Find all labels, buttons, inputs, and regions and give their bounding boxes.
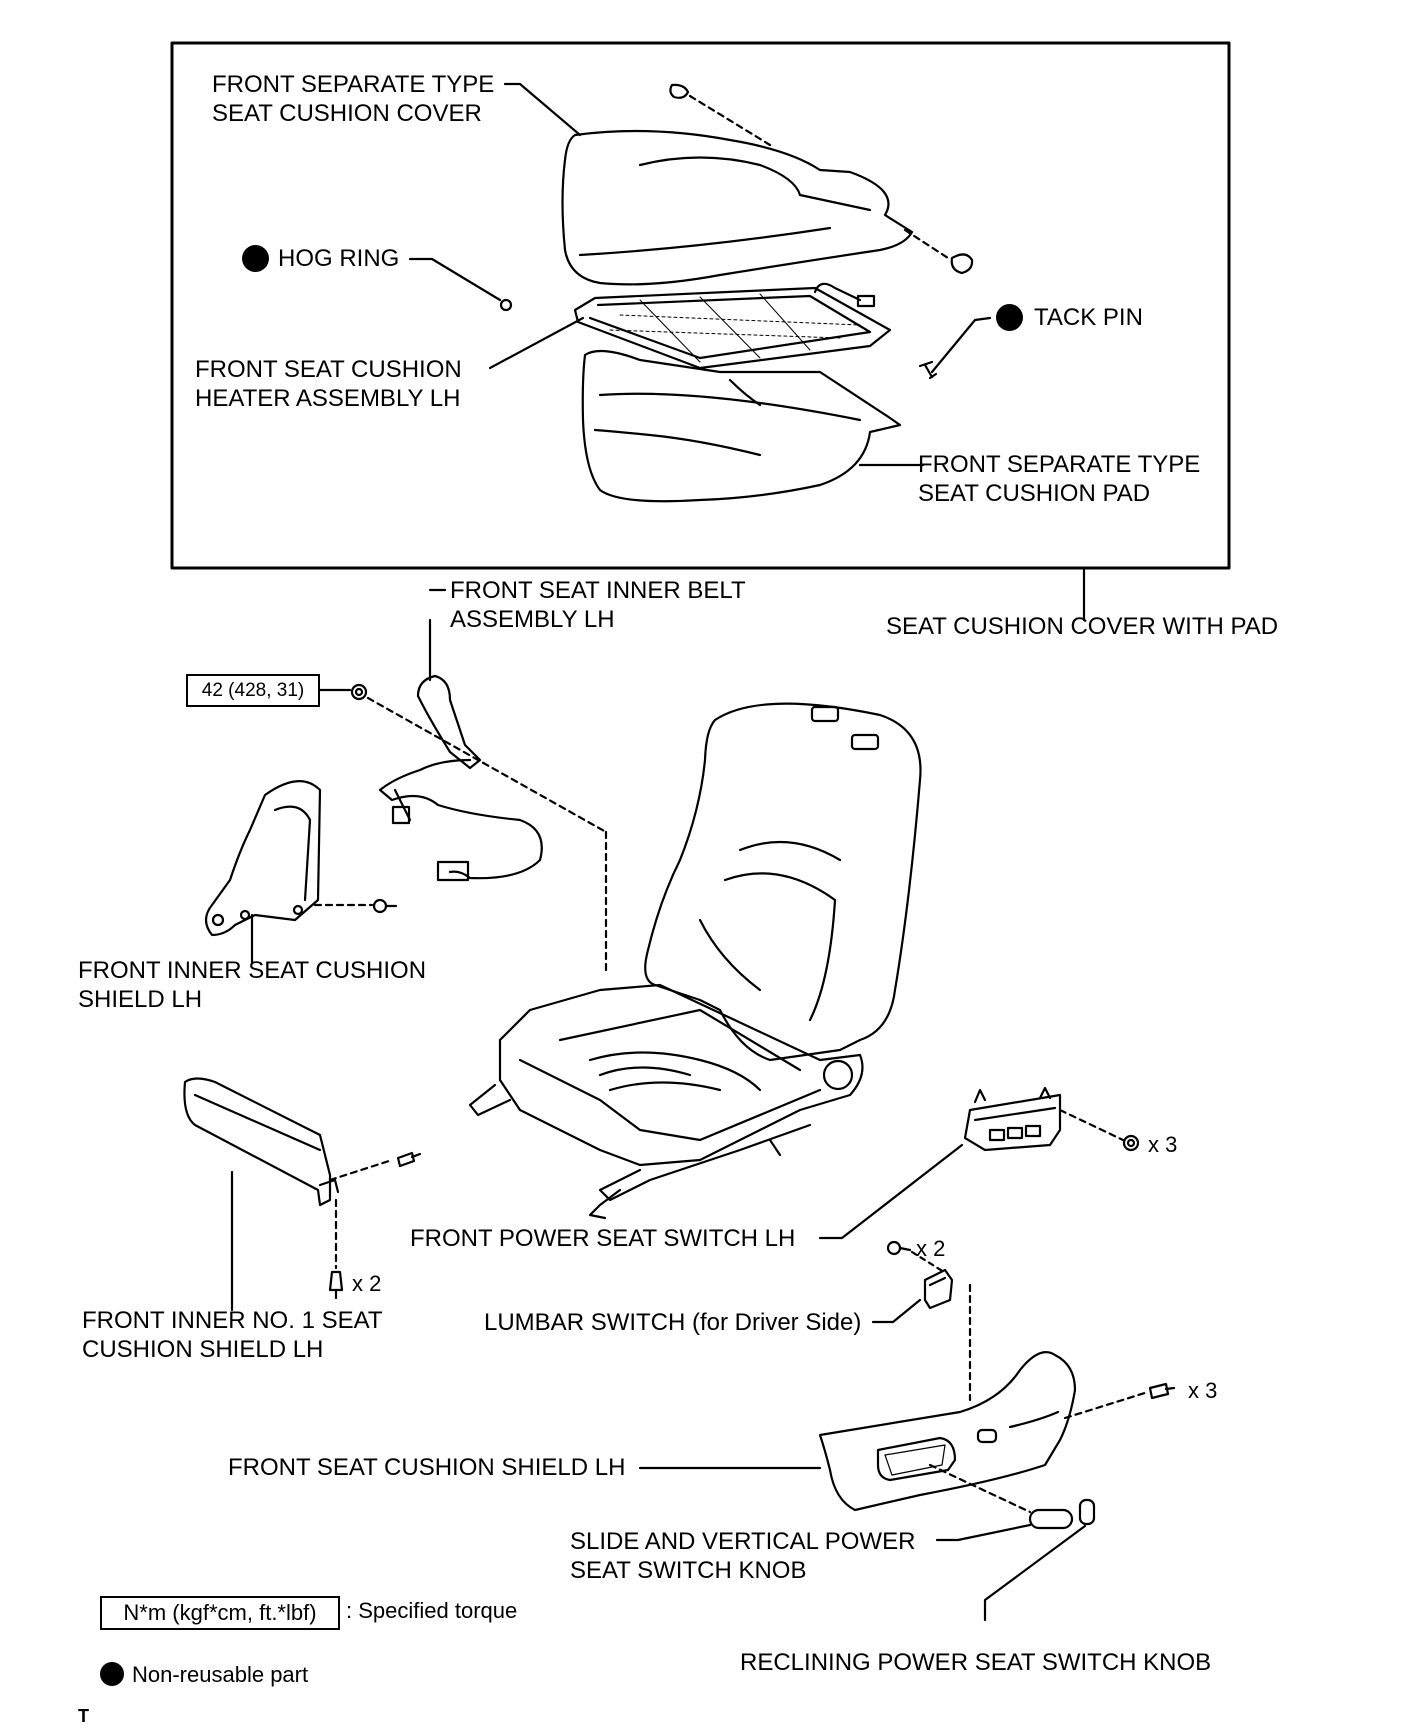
- inner-no1-screw-b: [328, 1270, 344, 1300]
- label-heater-assembly: FRONT SEAT CUSHION HEATER ASSEMBLY LH: [195, 356, 462, 412]
- legend-torque-text: : Specified torque: [346, 1598, 518, 1623]
- label-cover-with-pad: SEAT CUSHION COVER WITH PAD: [886, 613, 1279, 640]
- non-reusable-marker-hog-ring: [242, 245, 269, 272]
- seat-cushion-shield-part: [818, 1351, 1077, 1512]
- power-switch-screw: [1122, 1134, 1140, 1152]
- label-tack-pin: TACK PIN: [1034, 304, 1143, 331]
- reclining-knob-part: [1078, 1498, 1096, 1526]
- heater-assembly-part: [488, 282, 892, 370]
- label-power-seat-switch: FRONT POWER SEAT SWITCH LH: [410, 1225, 796, 1252]
- cushion-detail-frame: [170, 41, 1231, 570]
- lumbar-switch-screw: [886, 1240, 912, 1256]
- torque-value-box: 42 (428, 31): [186, 674, 320, 707]
- belt-bolt: [350, 683, 368, 701]
- legend-non-reusable-text: Non-reusable part: [132, 1662, 309, 1687]
- label-seat-cushion-cover: FRONT SEPARATE TYPE SEAT CUSHION COVER: [212, 71, 495, 127]
- label-inner-no1-shield: FRONT INNER NO. 1 SEAT CUSHION SHIELD LH: [82, 1307, 383, 1363]
- label-inner-belt-assembly: FRONT SEAT INNER BELT ASSEMBLY LH: [450, 577, 746, 633]
- legend-torque-box: N*m (kgf*cm, ft.*lbf): [100, 1596, 340, 1630]
- tack-pin-part: [918, 316, 992, 380]
- inner-belt-assembly-part: [378, 588, 543, 882]
- label-seat-cushion-shield: FRONT SEAT CUSHION SHIELD LH: [228, 1454, 626, 1481]
- slide-vertical-knob-part: [1028, 1508, 1074, 1530]
- inner-seat-cushion-shield-part: [204, 780, 322, 937]
- seat-assembly-part: [468, 702, 922, 1220]
- seat-cushion-pad-part: [581, 349, 925, 503]
- inner-no1-shield-part: [183, 1077, 340, 1207]
- hog-ring-part: [499, 298, 513, 312]
- label-seat-cushion-pad: FRONT SEPARATE TYPE SEAT CUSHION PAD: [918, 451, 1201, 507]
- label-hog-ring: HOG RING: [278, 245, 400, 272]
- non-reusable-marker-tack-pin: [996, 304, 1023, 331]
- cover-clip-right: [950, 253, 974, 275]
- inner-no1-screw-a: [396, 1151, 422, 1168]
- lumbar-switch-part: [923, 1268, 954, 1310]
- shield-screw: [1148, 1382, 1176, 1400]
- label-reclining-knob: RECLINING POWER SEAT SWITCH KNOB: [740, 1649, 1212, 1676]
- cover-clip-top: [669, 83, 690, 99]
- label-slide-vertical-knob: SLIDE AND VERTICAL POWER SEAT SWITCH KNO…: [570, 1528, 916, 1584]
- qty-power-switch-screws: x 3: [1148, 1132, 1178, 1157]
- label-lumbar-switch: LUMBAR SWITCH (for Driver Side): [484, 1309, 862, 1336]
- power-seat-switch-part: [963, 1086, 1062, 1152]
- label-inner-seat-cushion-shield: FRONT INNER SEAT CUSHION SHIELD LH: [78, 957, 427, 1013]
- corner-mark: T: [78, 1706, 89, 1726]
- shield-bolt-1: [372, 898, 398, 914]
- qty-inner-no1-screws: x 2: [352, 1271, 382, 1296]
- qty-lumbar-screws: x 2: [916, 1236, 946, 1261]
- seat-cushion-cover-part: [561, 129, 914, 286]
- qty-shield-screws: x 3: [1188, 1378, 1218, 1403]
- legend-non-reusable-marker: [100, 1662, 124, 1686]
